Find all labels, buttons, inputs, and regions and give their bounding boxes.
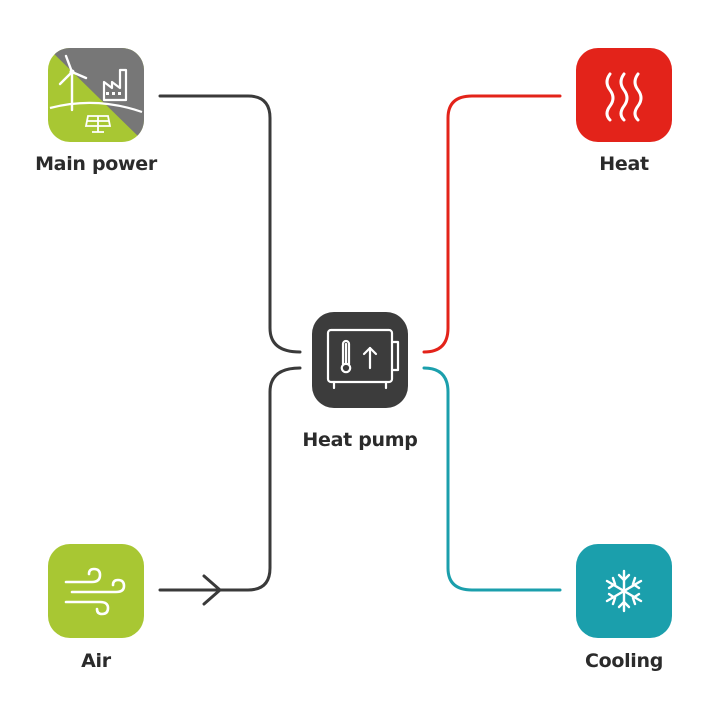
heat-pump-label: Heat pump (302, 429, 418, 451)
cooling-label: Cooling (584, 650, 664, 672)
main-power-node (48, 48, 144, 142)
air-node (48, 544, 144, 638)
heat-node (576, 48, 672, 142)
air-arrowhead (202, 574, 222, 606)
heat-waves-icon (605, 72, 643, 122)
main-power-label: Main power (35, 153, 157, 175)
wind-icon (64, 567, 126, 616)
heat-pump-node (312, 312, 408, 408)
air-connector (158, 366, 302, 592)
heat-connector (422, 94, 562, 354)
heat-pump-icon (326, 328, 400, 390)
air-label: Air (81, 650, 111, 672)
power-connector (158, 94, 302, 354)
heat-label: Heat (599, 153, 649, 175)
cooling-connector (422, 366, 562, 592)
cooling-node (576, 544, 672, 638)
snowflake-icon (605, 569, 643, 613)
energy-mix-icon (48, 48, 144, 142)
